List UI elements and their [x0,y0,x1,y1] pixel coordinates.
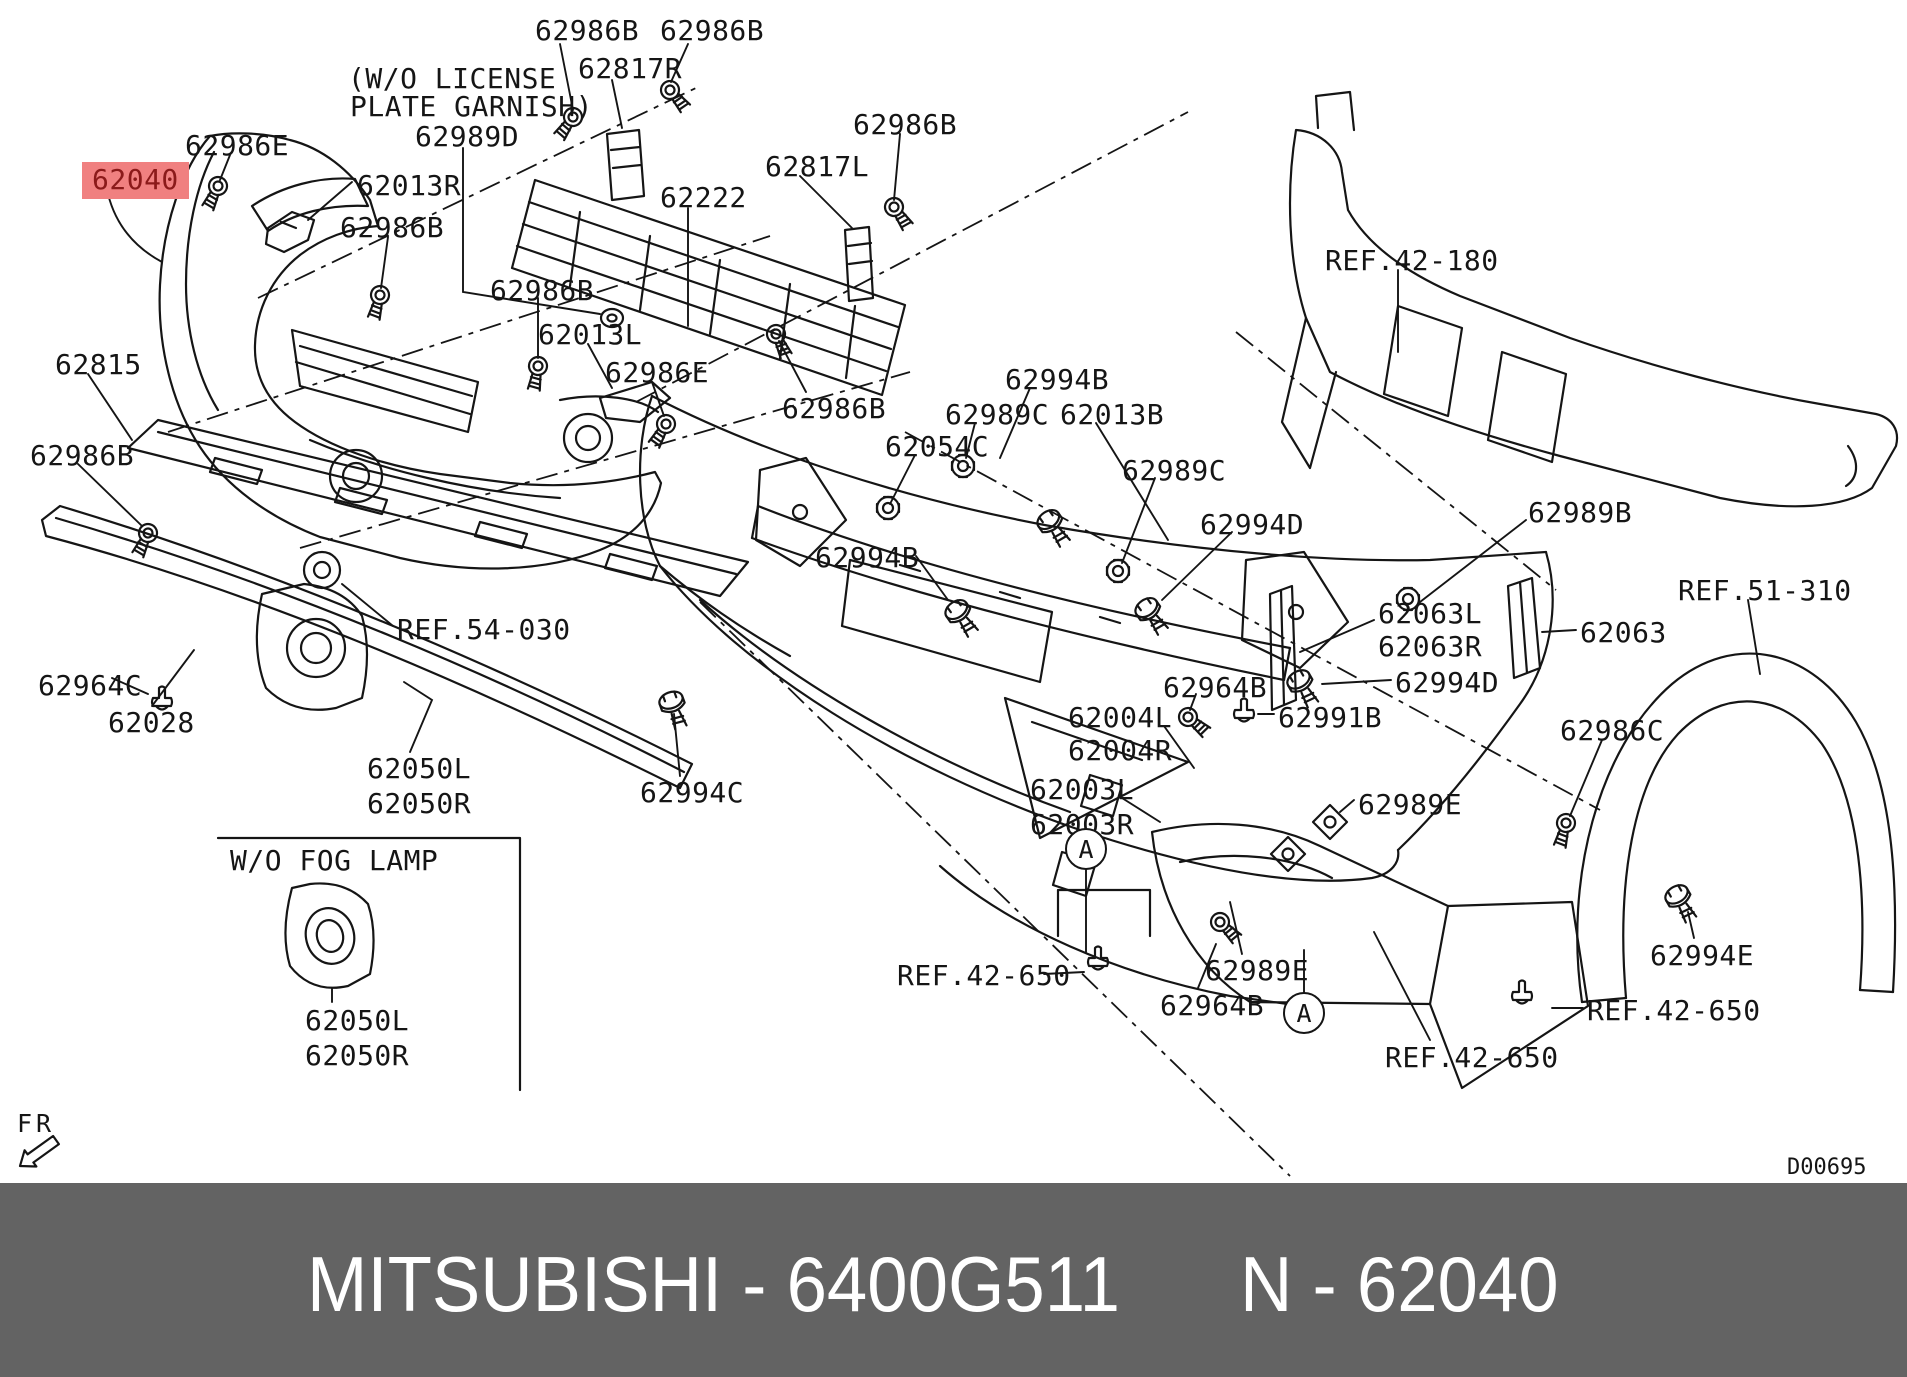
part-label-62050l[interactable]: 62050L [305,1004,410,1037]
ref-label-ref-42-650[interactable]: REF.42-650 [1385,1041,1559,1074]
part-label-62063[interactable]: 62063 [1580,616,1667,649]
grille-brackets [264,128,875,424]
bottom-banner: MITSUBISHI - 6400G511 N - 62040 [0,1183,1907,1377]
ref-label-ref-42-650[interactable]: REF.42-650 [1587,994,1761,1027]
part-label-62986b[interactable]: 62986B [660,14,765,47]
front-grille [510,178,907,397]
banner-part-number-text: N - 62040 [1240,1240,1559,1328]
no-fog-lamp-inset-box [216,836,522,1092]
part-label-62989c[interactable]: 62989C [945,398,1050,431]
part-label-62986b[interactable]: 62986B [490,274,595,307]
bumper-reinforcement-bar [126,418,750,598]
part-label-62050l[interactable]: 62050L [367,752,472,785]
part-label-62964b[interactable]: 62964B [1160,989,1265,1022]
part-label-w-o-license: (W/O LICENSE [348,62,557,95]
callout-a: A [1283,992,1325,1034]
part-label-62063l[interactable]: 62063L [1378,597,1483,630]
part-label-62013r[interactable]: 62013R [357,169,462,202]
part-label-62989e[interactable]: 62989E [1358,788,1463,821]
ref-label-ref-54-030[interactable]: REF.54-030 [397,613,571,646]
front-bumper-fascia [158,132,663,570]
part-label-62013l[interactable]: 62013L [538,318,643,351]
part-label-62986b[interactable]: 62986B [782,392,887,425]
bumper-underside-view [638,394,1554,1008]
part-label-62050r[interactable]: 62050R [367,787,472,820]
fog-lamp-cover [255,550,369,711]
part-label-62817r[interactable]: 62817R [578,52,683,85]
part-label-62994b[interactable]: 62994B [815,541,920,574]
fr-arrow-icon [18,1134,60,1168]
part-label-62063r[interactable]: 62063R [1378,630,1483,663]
part-label-fr: FR [17,1109,56,1138]
part-label-62986e[interactable]: 62986E [605,356,710,389]
part-label-62994d[interactable]: 62994D [1200,508,1305,541]
part-label-62994d[interactable]: 62994D [1395,666,1500,699]
ref-label-ref-42-650[interactable]: REF.42-650 [897,959,1071,992]
center-lines [167,85,1601,1177]
ref-label-ref-42-180[interactable]: REF.42-180 [1325,244,1499,277]
part-label-62222[interactable]: 62222 [660,181,747,214]
part-label-62003l[interactable]: 62003L [1030,773,1135,806]
part-label-62817l[interactable]: 62817L [765,150,870,183]
part-label-62050r[interactable]: 62050R [305,1039,410,1072]
under-covers [1003,696,1590,1090]
part-label-62986b[interactable]: 62986B [30,439,135,472]
part-label-d00695: D00695 [1787,1155,1867,1180]
part-label-plate-garnish: PLATE GARNISH) [350,90,594,123]
part-label-62989d[interactable]: 62989D [415,120,520,153]
part-label-62986b[interactable]: 62986B [535,14,640,47]
part-label-62986b[interactable]: 62986B [340,211,445,244]
part-label-62815[interactable]: 62815 [55,348,142,381]
part-label-62994c[interactable]: 62994C [640,776,745,809]
callout-a: A [1065,828,1107,870]
banner-catalog-text: MITSUBISHI - 6400G511 [307,1240,1121,1328]
part-label-62989e[interactable]: 62989E [1205,954,1310,987]
part-label-62028[interactable]: 62028 [108,706,195,739]
part-label-62040[interactable]: 62040 [82,162,189,200]
part-label-62994e[interactable]: 62994E [1650,939,1755,972]
part-label-62054c[interactable]: 62054C [885,430,990,463]
ref-label-ref-51-310[interactable]: REF.51-310 [1678,574,1852,607]
part-label-w-o-fog-lamp: W/O FOG LAMP [230,844,439,877]
part-label-62989c[interactable]: 62989C [1122,454,1227,487]
wheel-arch-flare [1576,652,1897,1004]
part-label-62986e[interactable]: 62986E [185,129,290,162]
part-label-62964b[interactable]: 62964B [1163,671,1268,704]
radiator-support-frame [1280,90,1899,508]
part-label-62964c[interactable]: 62964C [38,669,143,702]
part-label-62989b[interactable]: 62989B [1528,496,1633,529]
center-reinforcement-rail [750,456,1350,682]
part-label-62013b[interactable]: 62013B [1060,398,1165,431]
side-moldings [1268,576,1542,712]
part-label-62004l[interactable]: 62004L [1068,701,1173,734]
part-label-62994b[interactable]: 62994B [1005,363,1110,396]
part-label-62986b[interactable]: 62986B [853,108,958,141]
part-label-62004r[interactable]: 62004R [1068,734,1173,767]
part-label-62986c[interactable]: 62986C [1560,714,1665,747]
part-label-62991b[interactable]: 62991B [1278,701,1383,734]
